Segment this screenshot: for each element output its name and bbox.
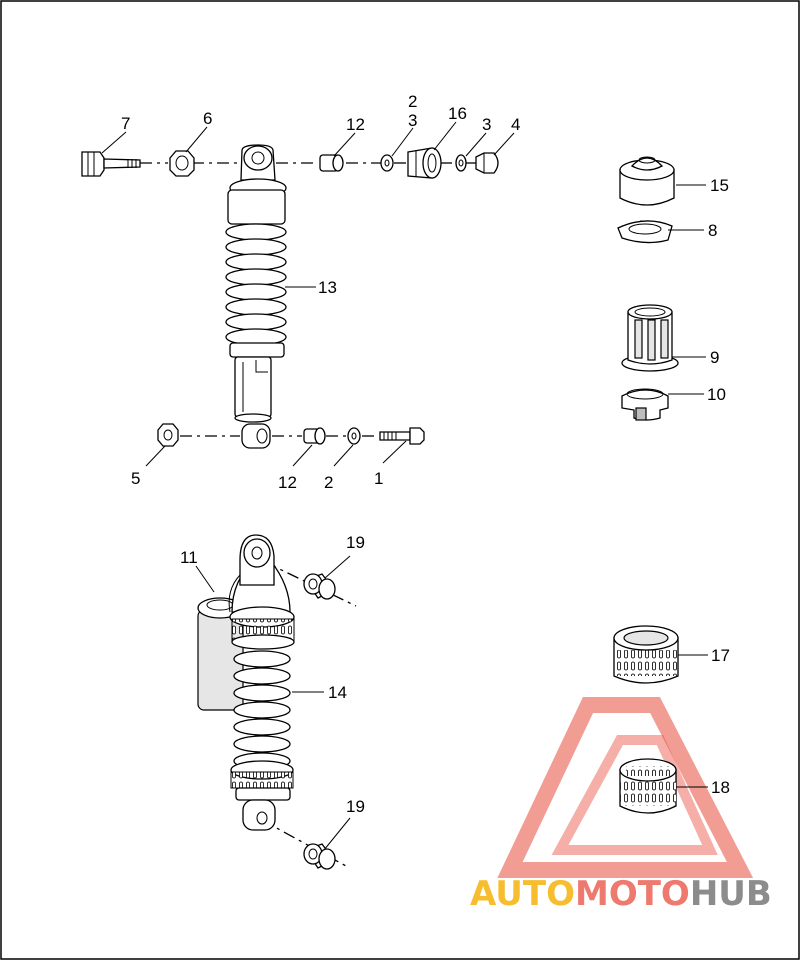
part-3-washer-b: [455, 154, 467, 172]
part-1-bolt: [379, 427, 425, 445]
callout-4: 4: [511, 115, 520, 134]
callout-9: 9: [710, 348, 719, 367]
callout-16: 16: [448, 104, 467, 123]
part-17-ring: [613, 625, 679, 684]
part-16-spacer: [407, 147, 442, 179]
part-19-bushing-upper: [303, 573, 336, 600]
callout-15: 15: [710, 176, 729, 195]
callout-13: 13: [318, 278, 337, 297]
part-15-cap: [619, 156, 675, 206]
callout-19-lower: 19: [346, 797, 365, 816]
leader-lines: [101, 121, 708, 851]
callout-12-upper: 12: [346, 115, 365, 134]
part-13-spring: [225, 223, 287, 346]
watermark-hub: HUB: [690, 874, 772, 914]
part-10-collar: [621, 388, 669, 421]
callout-17: 17: [711, 646, 730, 665]
callout-7: 7: [121, 114, 130, 133]
watermark-logo: AUTOMOTOHUB: [470, 697, 772, 914]
callout-6: 6: [203, 109, 212, 128]
watermark-triangle-inner: [551, 735, 718, 855]
callout-8: 8: [708, 221, 717, 240]
part-19-bushing-lower: [303, 843, 336, 870]
part-3-washer-a: [380, 154, 394, 172]
part-14-shock-with-reservoir: [197, 534, 295, 831]
callout-12-lower: 12: [278, 473, 297, 492]
callout-19-upper: 19: [346, 533, 365, 552]
watermark-triangle-outer: [497, 697, 754, 878]
callout-3-upper-left: 3: [408, 111, 417, 130]
callout-10: 10: [707, 385, 726, 404]
part-13-shock-absorber: [225, 144, 287, 449]
callout-2-lower: 2: [324, 473, 333, 492]
part-6-nut: [169, 150, 195, 177]
part-9-sleeve: [621, 304, 679, 372]
callout-1: 1: [374, 469, 383, 488]
watermark-auto: AUTO: [470, 874, 575, 914]
part-8-retaining-ring: [617, 220, 673, 244]
part-5-nut: [157, 423, 179, 447]
part-2-washer-lower: [347, 427, 361, 445]
watermark-moto: MOTO: [575, 874, 690, 914]
callout-3-upper-right: 3: [482, 115, 491, 134]
part-4-acorn-nut: [475, 152, 499, 174]
watermark-text: AUTOMOTOHUB: [470, 874, 772, 914]
part-12-bushing-upper: [319, 154, 344, 172]
part-7-stud: [81, 151, 141, 177]
callout-5: 5: [131, 469, 140, 488]
part-12-bushing-lower: [303, 427, 326, 445]
callouts: 7 6 12 2 3 16 3 4 13 5 12 2 1 15 8 9 10 …: [121, 92, 730, 816]
callout-14: 14: [328, 683, 347, 702]
callout-18: 18: [711, 778, 730, 797]
callout-2-upper: 2: [408, 92, 417, 111]
callout-11: 11: [180, 548, 198, 567]
part-18-ring: [619, 758, 677, 814]
